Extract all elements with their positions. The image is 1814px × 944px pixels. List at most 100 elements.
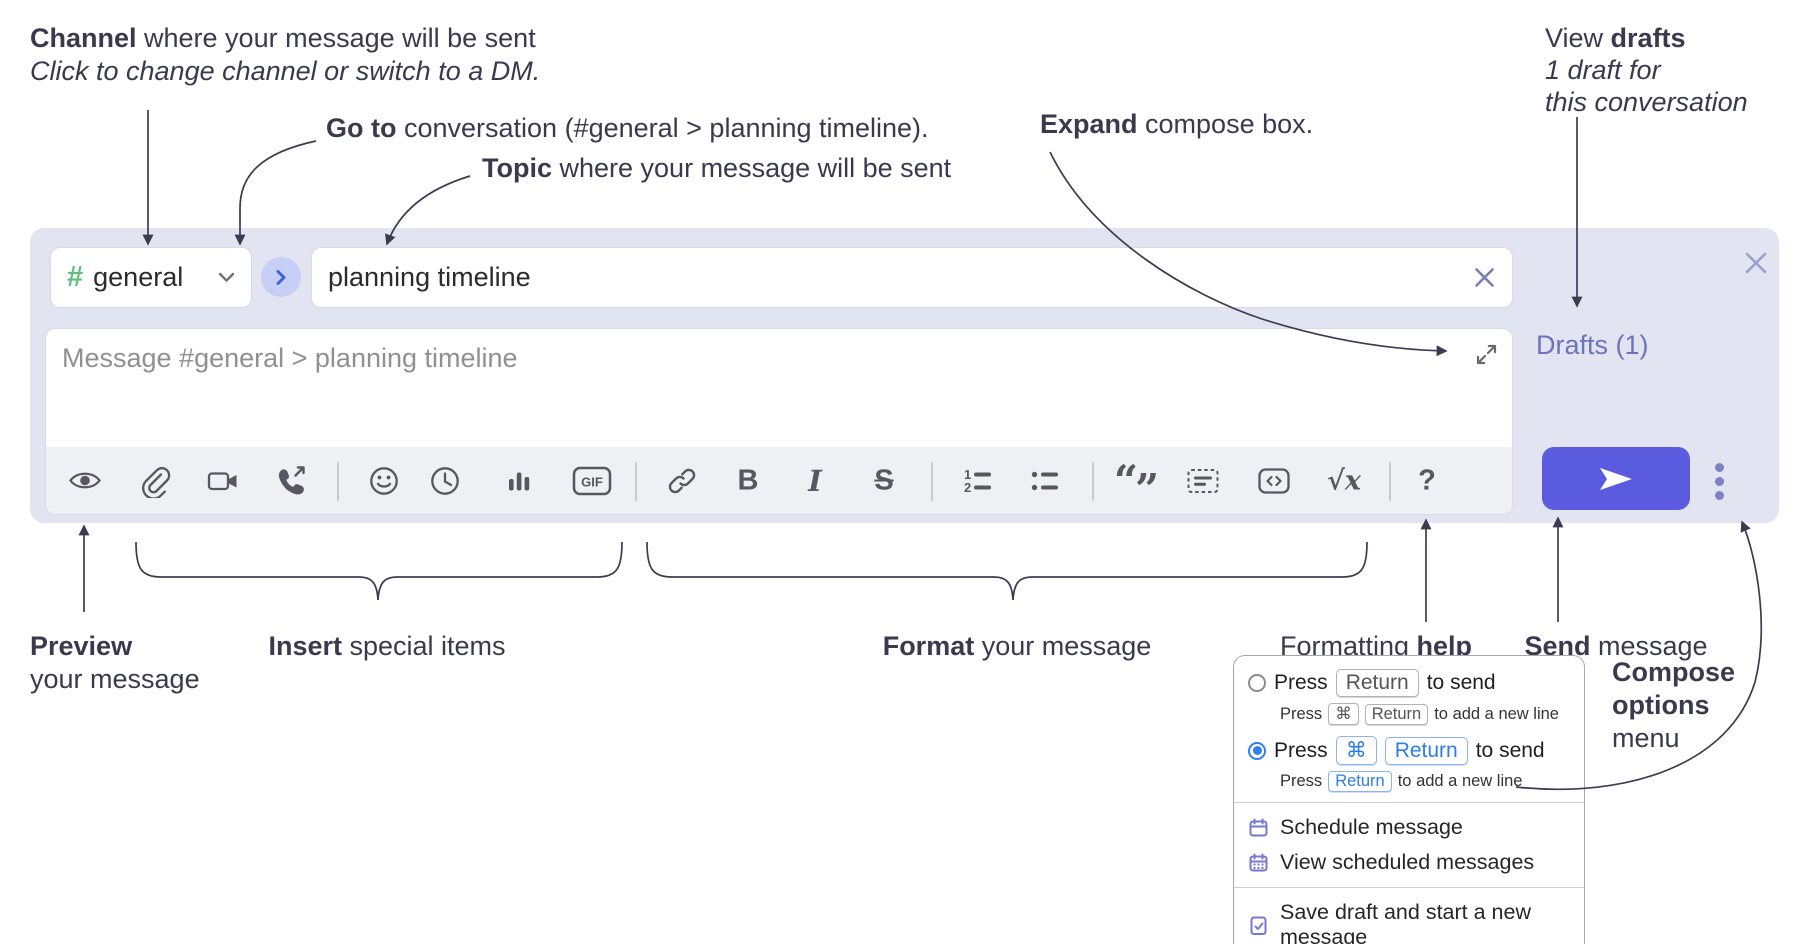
key-return: Return (1328, 771, 1392, 792)
annotation-expand: Expand compose box. (1040, 109, 1314, 139)
numbered-list-button[interactable]: 1 2 (962, 464, 996, 498)
menu-item-save-draft[interactable]: Save draft and start a new message (1234, 895, 1584, 944)
clear-topic-button[interactable] (1473, 266, 1496, 289)
bar-chart-icon (509, 472, 530, 490)
message-input-wrapper (46, 329, 1512, 447)
annotation-drafts: View drafts 1 draft for this conversatio… (1545, 23, 1748, 117)
kebab-dot (1715, 463, 1724, 472)
expand-icon (1476, 344, 1497, 365)
popup-divider (1234, 887, 1584, 888)
channel-hash-icon: # (67, 261, 84, 293)
bulleted-list-button[interactable] (1029, 464, 1063, 498)
quote-button[interactable]: “” (1113, 455, 1159, 514)
toolbar-divider (931, 462, 933, 501)
toolbar-divider (635, 462, 637, 501)
formatting-help-button[interactable]: ? (1418, 464, 1436, 497)
poll-button[interactable] (502, 464, 536, 498)
annotation-insert: Insert special items (268, 631, 506, 661)
send-option-return[interactable]: Press Return to send (1234, 666, 1584, 700)
key-return: Return (1335, 669, 1419, 697)
math-button[interactable]: √x (1327, 465, 1361, 496)
topic-input-container (311, 247, 1513, 308)
gif-button[interactable]: GIF (572, 465, 612, 497)
close-compose-button[interactable] (1743, 250, 1769, 281)
numbered-list-icon: 1 2 (964, 467, 991, 495)
preview-button[interactable] (68, 464, 102, 498)
topic-input[interactable] (312, 262, 1473, 293)
svg-text:1: 1 (964, 467, 971, 482)
italic-icon: I (808, 463, 822, 498)
send-option-cmd-return-sub: Press Return to add a new line (1280, 771, 1523, 792)
kebab-dot (1715, 491, 1724, 500)
global-time-button[interactable] (428, 464, 462, 498)
video-camera-icon (207, 471, 237, 490)
popup-divider (1234, 802, 1584, 803)
send-option-return-sub: Press ⌘ Return to add a new line (1280, 703, 1559, 725)
toolbar-divider (337, 462, 339, 501)
gif-icon: GIF (572, 466, 612, 495)
calendar-icon (1249, 818, 1268, 837)
svg-text:2: 2 (964, 480, 971, 495)
annotation-topic: Topic where your message will be sent (482, 153, 952, 183)
toolbar-divider (1092, 462, 1094, 501)
quote-icon: “” (1113, 455, 1159, 514)
close-icon (1475, 268, 1494, 287)
video-call-button[interactable] (206, 464, 240, 498)
go-to-conversation-button[interactable] (261, 257, 301, 297)
drafts-link[interactable]: Drafts (1) (1536, 330, 1649, 360)
expand-compose-button[interactable] (1475, 343, 1498, 371)
bold-icon: B (737, 464, 759, 496)
annotation-channel: Channel where your message will be sent … (30, 22, 540, 88)
phone-call-icon (278, 465, 305, 494)
key-return: Return (1364, 703, 1429, 725)
chevron-down-icon (218, 272, 235, 282)
link-button[interactable] (665, 464, 699, 498)
radio-selected[interactable] (1248, 741, 1266, 760)
key-return: Return (1384, 736, 1468, 765)
message-input[interactable] (46, 329, 1512, 447)
code-button[interactable] (1257, 464, 1291, 498)
emoji-button[interactable] (367, 464, 401, 498)
send-icon (1600, 467, 1632, 490)
annotation-channel-rest: where your message will be sent (136, 23, 536, 53)
close-icon (1745, 252, 1767, 274)
bulleted-list-icon (1031, 471, 1058, 490)
menu-item-view-scheduled[interactable]: View scheduled messages (1234, 845, 1584, 880)
chevron-right-icon (276, 269, 286, 285)
annotation-compose-options: Compose options menu (1612, 657, 1736, 753)
channel-selector[interactable]: # general (50, 247, 252, 308)
annotation-format: Format your message (882, 631, 1152, 661)
key-cmd: ⌘ (1335, 736, 1377, 765)
draft-document-icon (1250, 916, 1267, 935)
send-button[interactable] (1542, 447, 1690, 510)
attach-file-button[interactable] (137, 464, 171, 498)
annotation-preview: Preview your message (30, 631, 200, 694)
toolbar-divider (1389, 462, 1391, 501)
compose-options-menu-button[interactable] (1713, 461, 1726, 502)
annotation-channel-bold: Channel (30, 23, 137, 53)
menu-item-schedule-message[interactable]: Schedule message (1234, 810, 1584, 845)
clock-icon (431, 466, 459, 495)
annotation-channel-sub: Click to change channel or switch to a D… (30, 56, 541, 86)
spoiler-icon (1187, 468, 1219, 493)
send-option-cmd-return[interactable]: Press ⌘ Return to send (1234, 733, 1584, 768)
compose-options-popup: Press Return to send Press ⌘ Return to a… (1233, 655, 1585, 944)
channel-name: general (93, 262, 184, 292)
radio-unselected[interactable] (1248, 674, 1266, 692)
bold-button[interactable]: B (738, 464, 759, 497)
kebab-dot (1715, 477, 1724, 486)
code-icon (1258, 467, 1290, 494)
smiley-icon (370, 466, 398, 495)
key-cmd: ⌘ (1328, 703, 1359, 725)
math-icon: √x (1327, 465, 1361, 496)
voice-call-button[interactable] (274, 464, 308, 498)
strikethrough-icon: S (874, 464, 894, 496)
strikethrough-button[interactable]: S (874, 464, 893, 497)
svg-text:GIF: GIF (581, 474, 603, 489)
paperclip-icon (142, 466, 171, 498)
spoiler-button[interactable] (1186, 464, 1220, 498)
italic-button[interactable]: I (808, 464, 822, 498)
annotation-goto: Go to conversation (#general > planning … (326, 113, 929, 143)
link-icon (668, 468, 696, 493)
